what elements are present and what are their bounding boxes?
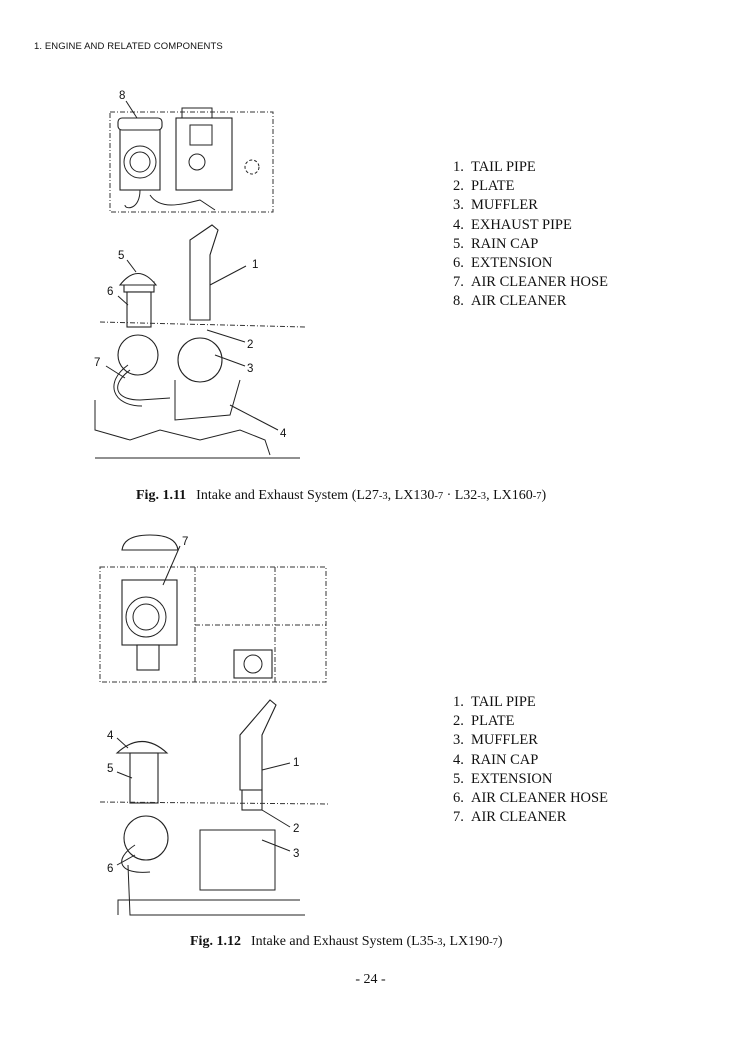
list-item: 5.EXTENSION: [453, 770, 553, 787]
list-item: 6.EXTENSION: [453, 255, 553, 272]
list-item: 2.PLATE: [453, 178, 515, 195]
page-number: - 24 -: [355, 972, 386, 987]
callout-7: 7: [182, 536, 188, 548]
list-item: 7.AIR CLEANER HOSE: [453, 274, 608, 291]
callout-3: 3: [247, 363, 253, 375]
callout-1: 1: [293, 757, 299, 769]
callout-4: 4: [280, 428, 287, 440]
parts-list-fig-1-11: 1.TAIL PIPE 2.PLATE 3.MUFFLER 4.EXHAUST …: [453, 158, 608, 312]
callout-5: 5: [107, 763, 113, 775]
list-item: 4.EXHAUST PIPE: [453, 216, 572, 233]
parts-list-fig-1-12: 1.TAIL PIPE 2.PLATE 3.MUFFLER 4.RAIN CAP…: [453, 693, 608, 827]
callout-5: 5: [118, 250, 124, 262]
list-item: 3.MUFFLER: [453, 197, 538, 214]
list-item: 6.AIR CLEANER HOSE: [453, 790, 608, 807]
section-header: 1. ENGINE AND RELATED COMPONENTS: [34, 41, 223, 52]
callout-7: 7: [94, 357, 100, 369]
figure-1-11-diagram: 1 2 3 4 5 6 7 8: [94, 90, 306, 459]
list-item: 2.PLATE: [453, 713, 515, 730]
figure-1-12-diagram: 1 2 3 4 5 6 7: [99, 534, 331, 916]
list-item: 1.TAIL PIPE: [453, 694, 536, 710]
callout-6: 6: [107, 286, 113, 298]
callout-1: 1: [252, 259, 258, 271]
callout-3: 3: [293, 848, 299, 860]
callout-2: 2: [247, 339, 253, 351]
callout-6: 6: [107, 863, 113, 875]
list-item: 7.AIR CLEANER: [453, 809, 567, 826]
list-item: 5.RAIN CAP: [453, 235, 539, 252]
list-item: 4.RAIN CAP: [453, 751, 539, 768]
list-item: 1.TAIL PIPE: [453, 159, 536, 175]
callout-8: 8: [119, 90, 125, 102]
list-item: 3.MUFFLER: [453, 732, 538, 749]
callout-2: 2: [293, 823, 299, 835]
callout-4: 4: [107, 730, 114, 742]
list-item: 8.AIR CLEANER: [453, 293, 567, 310]
